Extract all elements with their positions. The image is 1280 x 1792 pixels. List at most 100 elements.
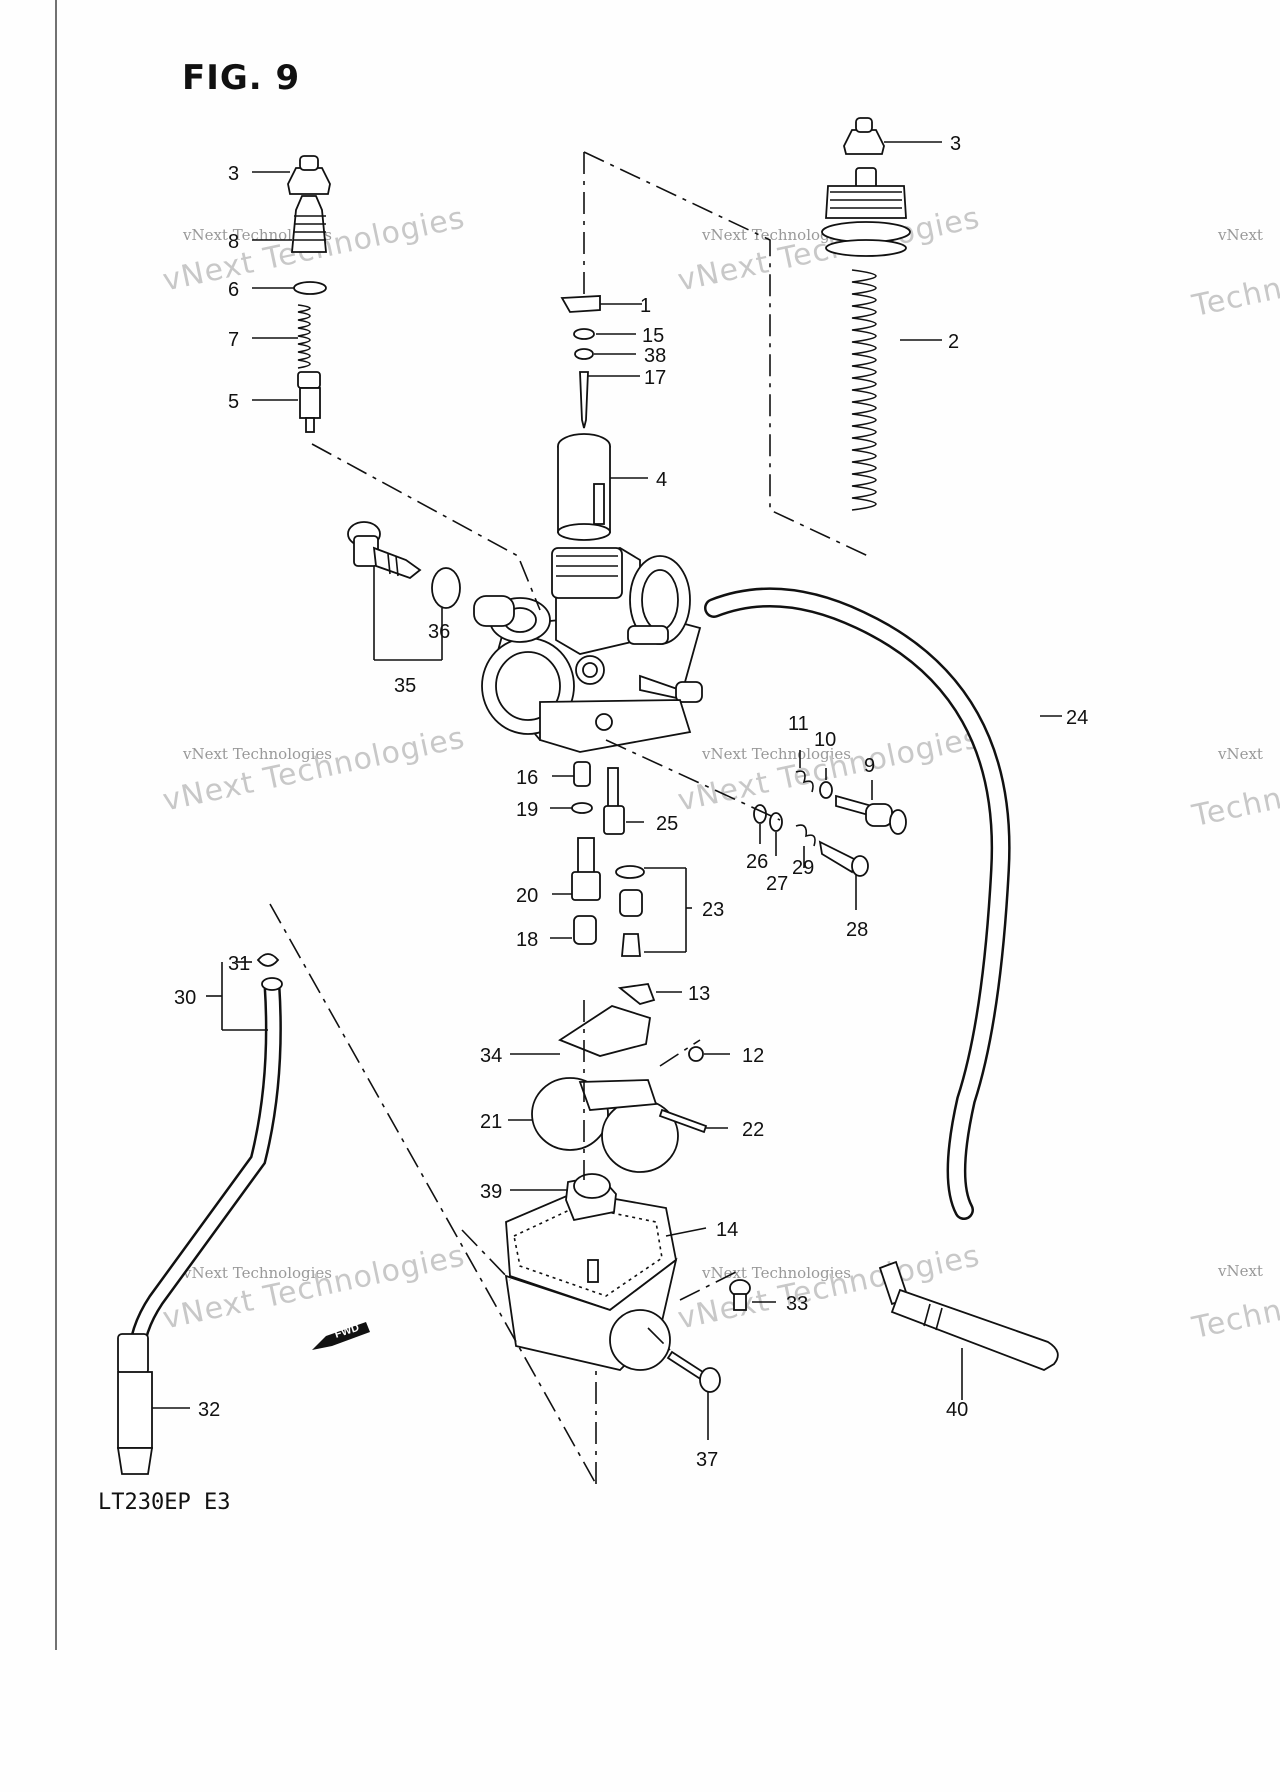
o-ring-19	[571, 802, 593, 814]
o-ring-10	[819, 781, 833, 799]
callout-labels: 1 2 3 3 4 5 6 7 8 9 10 11 12 13 14 15 16…	[174, 133, 1088, 1471]
callout-37: 37	[696, 1449, 718, 1471]
jet-holder-23	[619, 889, 643, 917]
assembly-line	[647, 1327, 671, 1351]
pilot-screw-28	[818, 840, 869, 877]
callout-13: 13	[688, 983, 710, 1005]
callout-34: 34	[480, 1045, 502, 1067]
watermark-text: vNext Technologies	[183, 745, 333, 763]
callout-26: 26	[746, 851, 768, 873]
spring-7	[297, 304, 311, 369]
callout-23: 23	[702, 899, 724, 921]
callout-35: 35	[394, 675, 416, 697]
assembly-line	[679, 1269, 741, 1301]
watermark-text: vNext	[1218, 226, 1263, 244]
callout-1: 1	[640, 295, 651, 317]
callout-29: 29	[792, 857, 814, 879]
callout-7: 7	[228, 329, 239, 351]
callout-40: 40	[946, 1399, 968, 1421]
callout-16: 16	[516, 767, 538, 789]
callout-27: 27	[766, 873, 788, 895]
assembly-line	[311, 443, 541, 611]
clamp-band-40	[878, 1260, 1059, 1371]
clip-15	[573, 328, 595, 340]
cable-end	[261, 977, 283, 991]
cap-3-right	[843, 117, 885, 155]
assembly-line	[269, 903, 597, 1485]
callout-10: 10	[814, 729, 836, 751]
watermark-text: vNext Technologies	[702, 1264, 852, 1282]
screw-12	[688, 1046, 704, 1062]
throttle-valve-4	[557, 433, 611, 541]
washer-27	[769, 812, 783, 832]
callout-20: 20	[516, 885, 538, 907]
callout-9: 9	[864, 755, 875, 777]
callout-17: 17	[644, 367, 666, 389]
callout-36: 36	[428, 621, 450, 643]
washer-26	[753, 804, 767, 824]
callout-28: 28	[846, 919, 868, 941]
watermark-text: vNext	[1218, 1262, 1263, 1280]
pilot-jet-25	[603, 767, 625, 835]
callout-22: 22	[742, 1119, 764, 1141]
watermark-text: vNext Technologies	[183, 1264, 333, 1282]
float-pin-22	[658, 1108, 708, 1134]
model-code: LT230EP E3	[98, 1490, 231, 1515]
callout-2: 2	[948, 331, 959, 353]
baffle-39	[565, 1173, 617, 1222]
callout-18: 18	[516, 929, 538, 951]
assembly-line	[659, 1039, 701, 1067]
callout-3-right: 3	[950, 133, 961, 155]
callout-25: 25	[656, 813, 678, 835]
assembly-line	[605, 739, 781, 821]
cap-3-left	[287, 155, 331, 195]
assembly-line	[583, 151, 869, 557]
stop-screw-5	[297, 371, 321, 433]
leader-lines	[152, 141, 1062, 1440]
top-cap-2	[821, 167, 911, 257]
callout-14: 14	[716, 1219, 738, 1241]
clip-13	[617, 983, 656, 1005]
callout-32: 32	[198, 1399, 220, 1421]
callout-21: 21	[480, 1111, 502, 1133]
callout-15: 15	[642, 325, 664, 347]
float-21	[531, 1077, 679, 1173]
o-ring-23a	[615, 865, 645, 879]
spring-29	[795, 824, 816, 847]
callout-31: 31	[228, 953, 250, 975]
callout-33: 33	[786, 1293, 808, 1315]
callout-11: 11	[788, 713, 809, 735]
assembly-line	[461, 1229, 511, 1281]
float-bowl-14	[504, 1191, 678, 1371]
callout-6: 6	[228, 279, 239, 301]
clip-31	[256, 953, 280, 967]
callout-4: 4	[656, 469, 667, 491]
float-valve-23	[621, 933, 641, 957]
carburetor-body	[473, 547, 703, 753]
float-arm-34	[558, 1005, 652, 1057]
callout-8: 8	[228, 231, 239, 253]
callout-39: 39	[480, 1181, 502, 1203]
jet-16	[573, 761, 591, 787]
watermark-text: vNext Technologies	[702, 745, 852, 763]
watermark-text: vNext Technologies	[702, 226, 852, 244]
screw-33	[729, 1279, 751, 1311]
adjuster-8	[291, 195, 327, 253]
starter-plunger-35	[347, 521, 422, 580]
air-screw-9	[835, 794, 907, 835]
o-ring-36	[431, 567, 461, 609]
callout-3-left: 3	[228, 163, 239, 185]
figure-title: FIG. 9	[182, 58, 301, 98]
needle-clip-plate-1	[560, 295, 601, 313]
cable-30	[130, 985, 280, 1361]
spring-11	[795, 770, 814, 793]
main-jet-18	[573, 915, 597, 945]
watermark-text: vNext	[1218, 745, 1263, 763]
callout-24: 24	[1066, 707, 1088, 729]
callout-19: 19	[516, 799, 538, 821]
callout-5: 5	[228, 391, 239, 413]
callout-30: 30	[174, 987, 196, 1009]
callout-38: 38	[644, 345, 666, 367]
